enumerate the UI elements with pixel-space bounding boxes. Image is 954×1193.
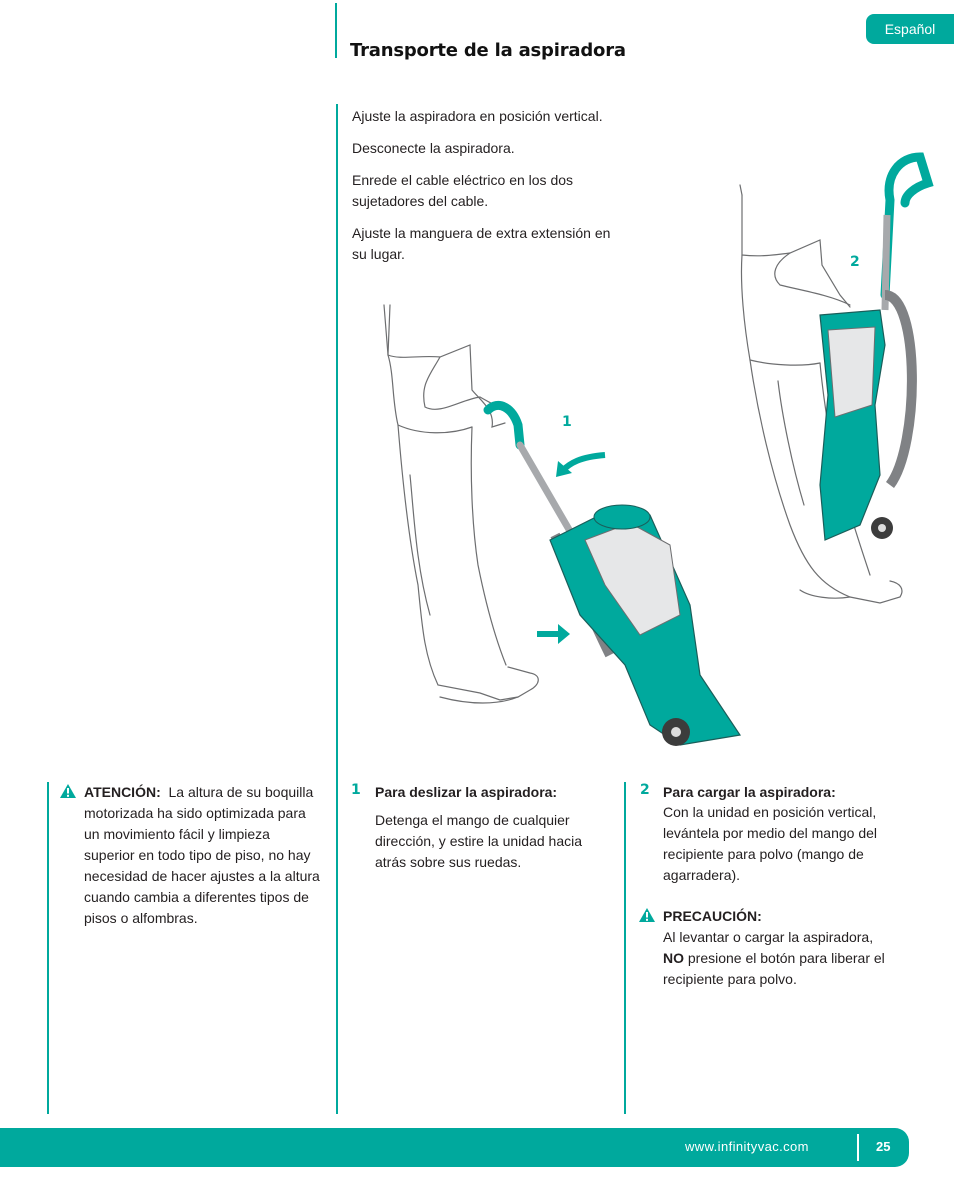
attention-text: La altura de su boquilla motorizada ha s…	[84, 784, 320, 926]
intro-step: Desconecte la aspiradora.	[352, 140, 515, 156]
caution-icon	[639, 908, 655, 922]
footer-divider	[857, 1134, 859, 1161]
tilt-arrow	[559, 452, 606, 474]
column-rule-middle	[336, 104, 338, 1114]
caution-emphasis: NO	[663, 950, 684, 966]
step2-number: 2	[640, 782, 650, 798]
push-arrow-shaft	[537, 631, 559, 637]
tilt-arrow-head	[556, 461, 572, 477]
page-number: 25	[876, 1139, 891, 1154]
vacuum-right	[819, 152, 934, 541]
column-rule-right	[624, 782, 626, 1114]
push-arrow-head	[558, 624, 570, 644]
warning-icon	[60, 784, 76, 798]
caution-label: PRECAUCIÓN:	[663, 908, 762, 924]
attention-label: ATENCIÓN:	[84, 784, 161, 800]
column-rule-left	[47, 782, 49, 1114]
intro-step: Ajuste la aspiradora en posición vertica…	[352, 108, 603, 124]
step1-heading: Para deslizar la aspiradora:	[375, 784, 558, 800]
intro-step: Ajuste la manguera de extra extensión en…	[352, 225, 611, 262]
footer-bar: www.infinityvac.com 25	[0, 1128, 909, 1167]
vacuum-left	[483, 401, 742, 746]
intro-step: Enrede el cable eléctrico en los dos suj…	[352, 172, 574, 209]
callout-1: 1	[562, 414, 572, 430]
footer-url-link[interactable]: www.infinityvac.com	[685, 1139, 809, 1154]
header-rule	[335, 3, 337, 58]
step2-text: Con la unidad en posición vertical, levá…	[663, 804, 878, 883]
step1-text: Detenga el mango de cualquier dirección,…	[375, 812, 583, 870]
step1-number: 1	[351, 782, 361, 798]
intro-steps: Ajuste la aspiradora en posición vertica…	[352, 106, 627, 276]
attention-note: ATENCIÓN: La altura de su boquilla motor…	[84, 782, 322, 929]
callout-2: 2	[850, 254, 860, 270]
caution-text: Al levantar o cargar la aspiradora, NO p…	[663, 929, 885, 987]
language-tab[interactable]: Español	[866, 14, 954, 44]
vacuum-illustration	[383, 152, 934, 746]
step2-heading: Para cargar la aspiradora:	[663, 784, 836, 800]
section-title: Transporte de la aspiradora	[350, 40, 626, 61]
